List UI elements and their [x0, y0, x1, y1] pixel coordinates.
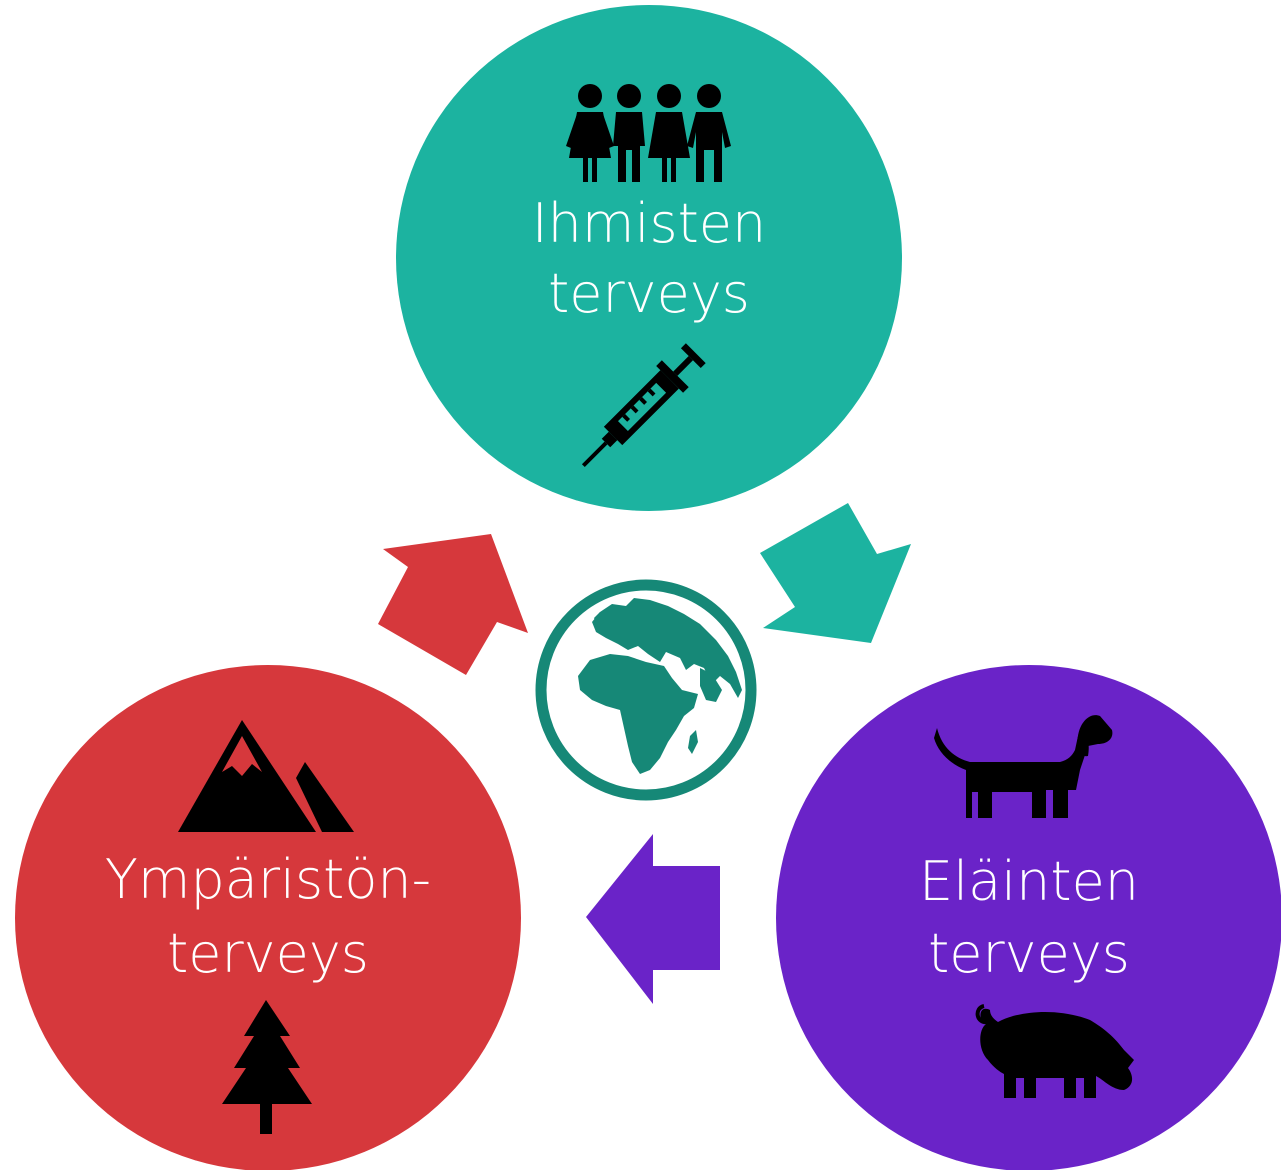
globe-landmass-arabia — [700, 668, 722, 702]
animal-health-label-line2: terveys — [928, 922, 1130, 985]
environment-health-label-line1: Ympäristön- — [105, 848, 431, 911]
arrow-environment-to-human — [378, 534, 528, 675]
animal-health-label-line1: Eläinten — [919, 850, 1139, 913]
human-health-circle — [396, 5, 902, 511]
environment-health-circle — [15, 665, 521, 1170]
mountain-icon — [178, 720, 354, 832]
people-icon — [566, 84, 731, 182]
dog-icon — [934, 715, 1113, 818]
animal-health-circle — [776, 665, 1281, 1170]
arrow-animal-to-environment — [586, 834, 720, 1004]
node-environment-health: Ympäristön- terveys — [15, 665, 521, 1170]
pig-icon — [975, 1004, 1134, 1098]
globe-icon — [535, 579, 757, 801]
syringe-icon — [581, 343, 706, 468]
human-health-label-line2: terveys — [548, 262, 750, 325]
human-health-label-line1: Ihmisten — [532, 192, 767, 255]
node-human-health: Ihmisten terveys — [396, 5, 902, 511]
globe-landmass-uk — [594, 612, 604, 628]
globe-landmass-eurasia — [592, 598, 742, 698]
tree-icon — [222, 1000, 312, 1134]
globe-landmass-africa — [578, 654, 698, 774]
arrow-human-to-animal — [760, 503, 911, 643]
node-animal-health: Eläinten terveys — [776, 665, 1281, 1170]
environment-health-label-line2: terveys — [167, 922, 369, 985]
globe-landmass-madagascar — [688, 730, 698, 754]
